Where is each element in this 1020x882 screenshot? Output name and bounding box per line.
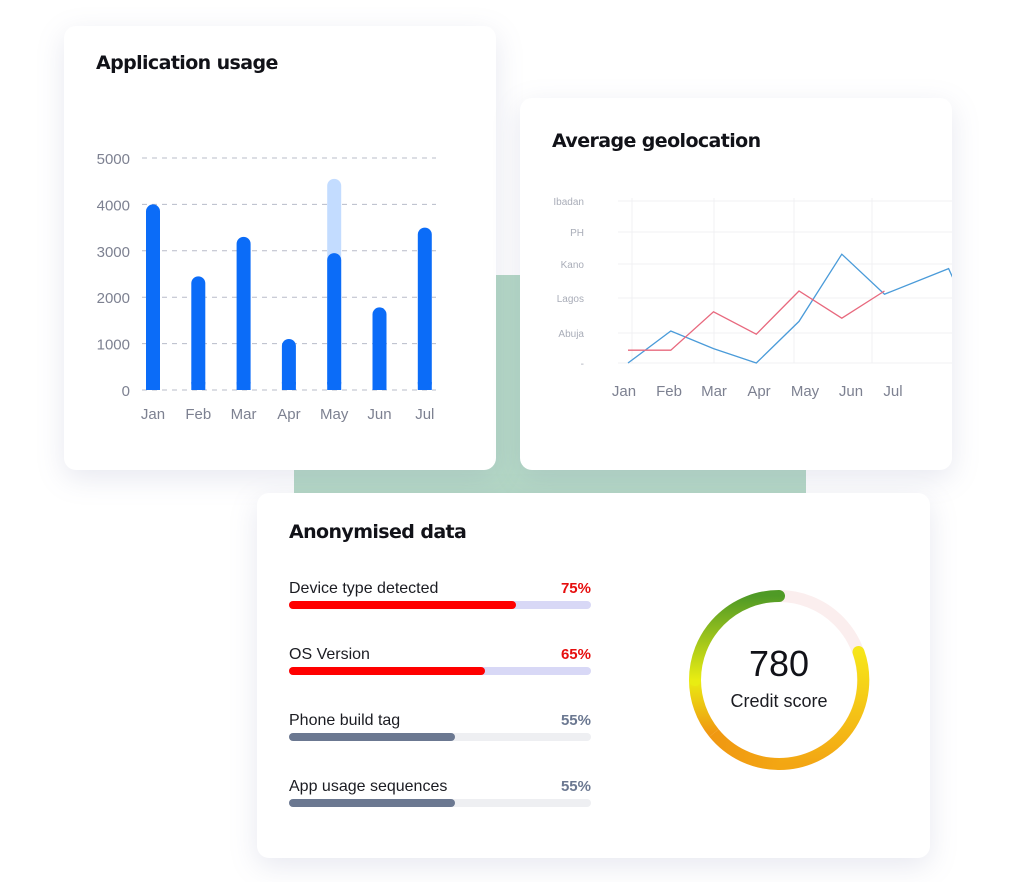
bar <box>281 338 296 390</box>
y-tick-label: Ibadan <box>553 197 584 208</box>
metric-phone-build-tag: Phone build tag 55% <box>289 712 591 752</box>
x-tick-label: Jan <box>612 383 636 400</box>
metric-fill <box>289 667 486 675</box>
anonymised-data-card: Anonymised data Device type detected 75%… <box>257 493 930 858</box>
bar-base <box>191 382 206 390</box>
y-tick-label: Kano <box>561 260 585 271</box>
y-tick-label: Lagos <box>557 294 584 305</box>
metric-os-version: OS Version 65% <box>289 646 591 686</box>
x-tick-label: Jul <box>883 383 902 400</box>
metric-track <box>289 733 591 741</box>
y-tick-label: PH <box>570 228 584 239</box>
bar <box>236 236 251 390</box>
bar-base <box>372 382 387 390</box>
bar <box>327 253 342 390</box>
usage-card-title: Application usage <box>96 52 278 74</box>
metric-fill <box>289 799 456 807</box>
series-line <box>627 253 952 364</box>
y-tick-label: 5000 <box>97 151 130 168</box>
metric-value: 55% <box>560 712 591 729</box>
metric-fill <box>289 733 456 741</box>
y-tick-label: 0 <box>122 383 130 400</box>
bar <box>191 276 206 390</box>
credit-score-label: Credit score <box>730 691 828 711</box>
bar <box>417 227 432 390</box>
x-tick-label: Mar <box>701 383 727 400</box>
y-tick-label: Abuja <box>558 329 584 340</box>
y-tick-label: 4000 <box>97 197 130 214</box>
metric-value: 75% <box>560 580 591 597</box>
metric-track <box>289 601 591 609</box>
x-tick-label: Apr <box>277 406 300 423</box>
bar-base <box>281 382 296 390</box>
bar <box>146 204 160 390</box>
x-tick-label: Mar <box>231 406 257 423</box>
metric-value: 55% <box>560 778 591 795</box>
x-tick-label: Feb <box>185 406 211 423</box>
y-tick-label: 2000 <box>97 290 130 307</box>
metric-label: Device type detected <box>289 580 439 597</box>
average-geolocation-card: Average geolocation - Abuja Lagos Kano PH Iba… <box>520 98 952 470</box>
y-tick-label: 1000 <box>97 337 130 354</box>
bar <box>372 307 387 390</box>
y-tick-label: - <box>581 359 584 370</box>
metric-label: OS Version <box>289 646 370 663</box>
x-tick-label: May <box>320 406 349 423</box>
metric-track <box>289 799 591 807</box>
y-tick-label: 3000 <box>97 244 130 261</box>
metric-label: App usage sequences <box>289 778 448 795</box>
x-tick-label: Apr <box>747 383 770 400</box>
metric-app-usage-sequences: App usage sequences 55% <box>289 778 591 818</box>
metric-label: Phone build tag <box>289 712 401 729</box>
gauge-arc <box>689 590 870 771</box>
series-line <box>628 290 885 351</box>
metric-device-type: Device type detected 75% <box>289 580 591 620</box>
anon-card-title: Anonymised data <box>289 521 467 543</box>
credit-score-gauge: 780 Credit score <box>686 587 872 773</box>
metric-value: 65% <box>560 646 591 663</box>
metric-track <box>289 667 591 675</box>
metric-fill <box>289 601 516 609</box>
x-tick-label: May <box>791 383 820 400</box>
x-tick-label: Feb <box>656 383 682 400</box>
x-tick-label: Jun <box>839 383 863 400</box>
x-tick-label: Jul <box>415 406 434 423</box>
geo-card-title: Average geolocation <box>552 130 761 152</box>
bar-base <box>236 382 251 390</box>
x-tick-label: Jan <box>141 406 165 423</box>
x-tick-label: Jun <box>367 406 391 423</box>
bar-base <box>327 382 342 390</box>
bar-base <box>417 382 432 390</box>
bar-base <box>146 382 160 390</box>
credit-score-value: 780 <box>748 643 810 684</box>
